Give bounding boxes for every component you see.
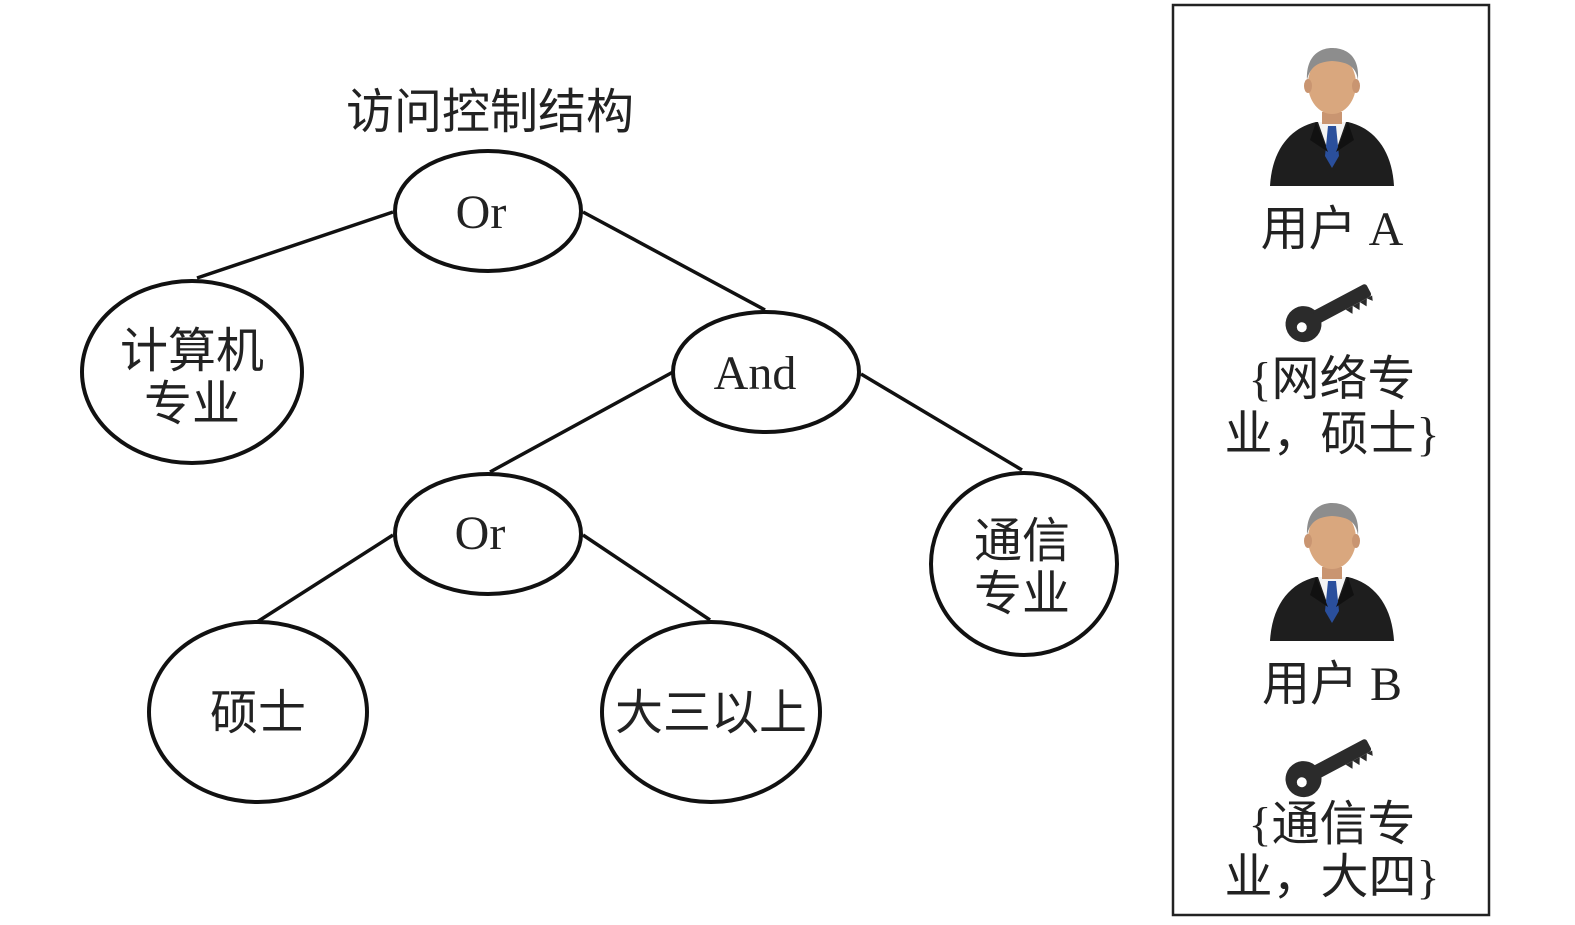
node-junior-plus-label: 大三以上 bbox=[615, 687, 807, 740]
node-cs-major-line1: 计算机 bbox=[120, 325, 264, 378]
node-inner-or: Or bbox=[393, 472, 583, 596]
edge-inner-or-to-junior bbox=[582, 533, 711, 622]
node-telecom-major-line2: 专业 bbox=[974, 568, 1070, 621]
node-telecom-major: 通信 专业 bbox=[929, 471, 1119, 657]
node-master: 硕士 bbox=[147, 620, 369, 804]
user-a: 用户 A {网络专 业，硕士} bbox=[1224, 48, 1440, 461]
user-b: 用户 B {通信专 业，大四} bbox=[1224, 503, 1440, 904]
user-a-attributes-line2: 业，硕士} bbox=[1224, 408, 1439, 461]
node-cs-major: 计算机 专业 bbox=[80, 279, 304, 465]
user-b-name: 用户 B bbox=[1262, 658, 1402, 711]
user-a-attributes-line1: {网络专 bbox=[1248, 353, 1415, 406]
edge-inner-or-to-master bbox=[256, 533, 394, 624]
node-and: And bbox=[671, 310, 861, 434]
edge-root-to-and bbox=[582, 210, 766, 312]
node-and-label: And bbox=[714, 347, 797, 400]
user-a-name: 用户 A bbox=[1261, 203, 1404, 256]
node-root-or-label: Or bbox=[456, 186, 507, 239]
edge-root-to-cs bbox=[196, 210, 394, 280]
tree-title: 访问控制结构 bbox=[346, 86, 634, 139]
user-b-attributes-line1: {通信专 bbox=[1248, 798, 1415, 851]
edge-and-to-telecom bbox=[860, 372, 1023, 472]
node-root-or: Or bbox=[393, 149, 583, 273]
node-inner-or-label: Or bbox=[455, 507, 506, 560]
node-telecom-major-line1: 通信 bbox=[974, 515, 1070, 568]
user-b-attributes-line2: 业，大四} bbox=[1224, 851, 1439, 904]
edge-and-to-inner-or bbox=[489, 370, 674, 474]
node-junior-plus: 大三以上 bbox=[600, 620, 822, 804]
node-cs-major-line2: 专业 bbox=[144, 378, 240, 431]
node-master-label: 硕士 bbox=[210, 687, 306, 740]
